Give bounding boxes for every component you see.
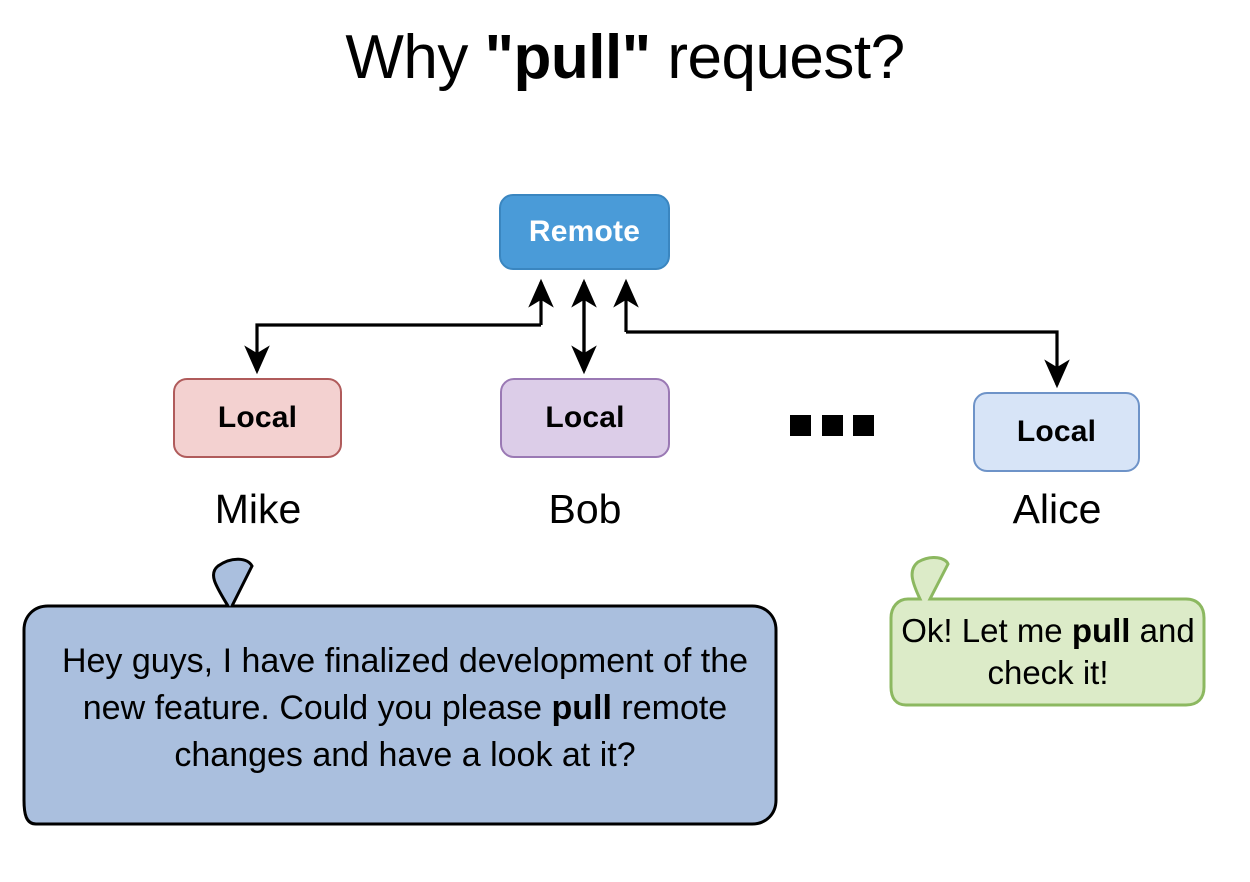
page-title: Why "pull" request?	[0, 22, 1250, 93]
speech-bubble-mike-text: Hey guys, I have finalized development o…	[50, 638, 760, 779]
node-remote-label: Remote	[528, 215, 641, 248]
node-local-mike[interactable]: Local	[173, 378, 342, 458]
bubble-mike-emphasis: pull	[551, 688, 612, 727]
ellipsis-dot	[821, 414, 843, 436]
node-local-bob-label: Local	[545, 401, 625, 434]
bubble-alice-part2: and check it!	[987, 612, 1195, 692]
person-label-bob: Bob	[548, 486, 622, 532]
node-local-alice[interactable]: Local	[973, 392, 1140, 472]
speech-bubble-mike-shape	[22, 557, 778, 826]
title-prefix: Why	[345, 23, 485, 92]
speech-bubble-alice-shape	[889, 556, 1206, 707]
title-suffix: request?	[650, 23, 905, 92]
speech-bubble-alice: Ok! Let me pull and check it!	[886, 556, 1208, 708]
node-local-alice-label: Local	[1016, 415, 1097, 448]
speech-bubble-mike: Hey guys, I have finalized development o…	[20, 556, 788, 826]
node-local-mike-label: Local	[217, 401, 298, 434]
title-emphasis: "pull"	[484, 23, 652, 92]
ellipsis-dots	[790, 414, 874, 436]
connector-alice	[613, 278, 1070, 389]
ellipsis-dot	[790, 414, 811, 436]
connector-mike	[244, 278, 554, 375]
ellipsis-dot	[853, 414, 874, 436]
bubble-mike-part1: Hey guys, I have finalized development o…	[61, 642, 749, 727]
speech-bubble-alice-text: Ok! Let me pull and check it!	[900, 610, 1196, 694]
node-local-bob[interactable]: Local	[500, 378, 670, 458]
bubble-alice-part1: Ok! Let me	[901, 612, 1072, 649]
person-label-mike: Mike	[214, 486, 302, 532]
node-remote[interactable]: Remote	[499, 194, 670, 270]
person-label-alice: Alice	[1012, 486, 1102, 532]
bubble-mike-part2: remote changes and have a look at it?	[174, 688, 728, 774]
bubble-alice-emphasis: pull	[1071, 612, 1131, 649]
